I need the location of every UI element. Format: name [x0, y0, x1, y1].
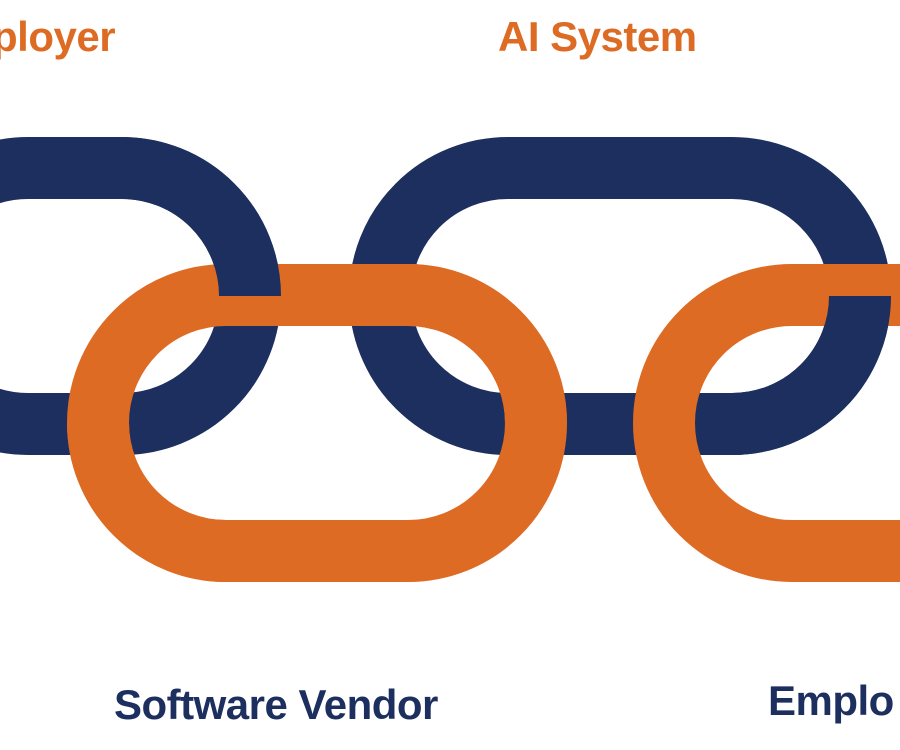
software-vendor-link-over-segment	[67, 422, 227, 582]
ai-system-link-over-segment	[731, 295, 891, 455]
employer-link-over-segment	[121, 137, 281, 297]
software-vendor-link-over-segment-right	[407, 264, 567, 424]
label-employer-top: ployer	[0, 13, 116, 60]
label-employer-bottom: Emplo	[768, 677, 894, 724]
label-software-vendor: Software Vendor	[114, 681, 438, 728]
label-ai-system: AI System	[498, 13, 697, 60]
employer-bottom-link	[633, 264, 900, 582]
